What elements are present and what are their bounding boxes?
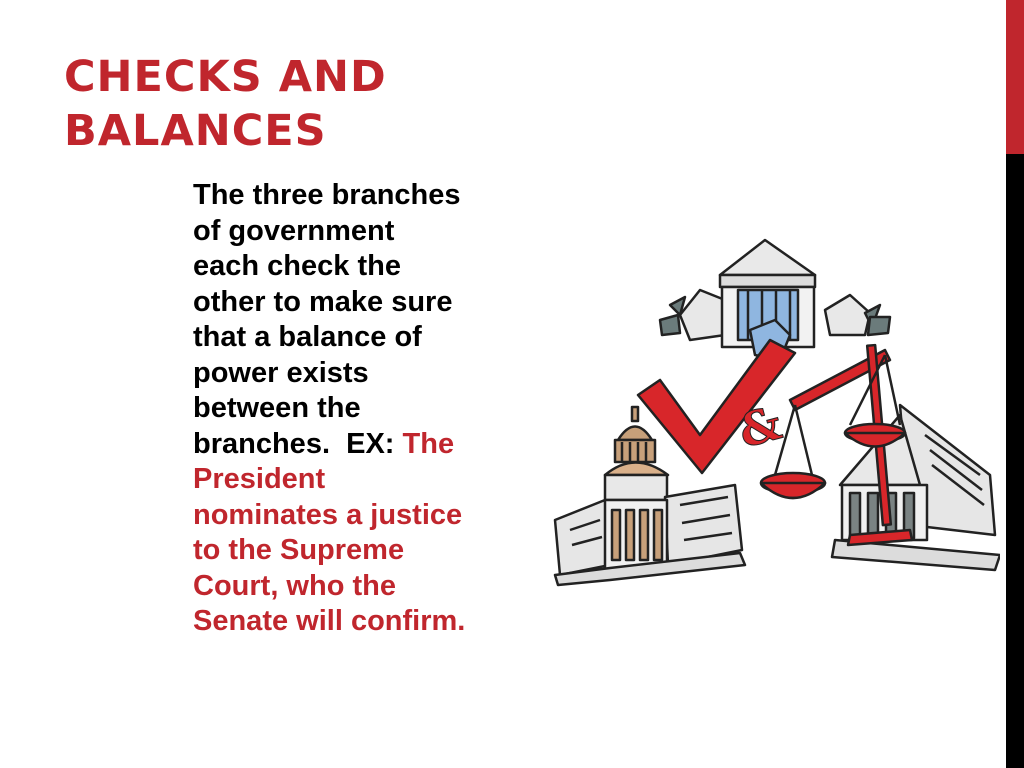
accent-bar-black	[1006, 154, 1024, 768]
accent-bar-red	[1006, 0, 1024, 154]
body-text-black: of government	[193, 214, 395, 247]
body-text-black: between the	[193, 392, 361, 424]
body-text-black: branches. EX:	[193, 427, 403, 460]
example-line: Senate will confirm.	[193, 605, 466, 637]
body-line: power exists	[193, 356, 553, 392]
body-text-black: that a balance of	[193, 321, 422, 353]
slide-title: CHECKS AND BALANCES	[64, 50, 564, 158]
body-line: other to make sure	[193, 285, 553, 321]
example-line: nominates a justice	[193, 498, 463, 531]
example-line: to the Supreme	[193, 534, 405, 566]
body-line: that a balance of	[193, 320, 553, 356]
body-line: each check the	[193, 249, 553, 285]
body-line: between the	[193, 391, 553, 427]
example-line: President	[193, 463, 326, 495]
ampersand-symbol: &	[733, 395, 787, 458]
example-text-red: The	[402, 427, 455, 460]
checkmark-icon	[636, 338, 797, 475]
body-text-black: The three branches	[193, 179, 461, 211]
body-line: branches. EX: The	[193, 427, 553, 463]
body-text-black: other to make sure	[193, 285, 453, 318]
checks-and-balances-illustration: &	[553, 238, 1000, 587]
example-line: Court, who the	[193, 569, 396, 602]
title-line: BALANCES	[64, 106, 327, 156]
white-house-icon	[658, 238, 892, 362]
body-text: The three branches of government each ch…	[193, 178, 553, 640]
capitol-icon	[553, 405, 747, 587]
body-line: of government	[193, 214, 553, 250]
title-line: CHECKS AND	[64, 52, 387, 102]
body-text-black: power exists	[193, 356, 369, 389]
body-line: The three branches	[193, 178, 553, 214]
scales-icon	[759, 343, 914, 547]
body-text-black: each check the	[193, 250, 401, 282]
